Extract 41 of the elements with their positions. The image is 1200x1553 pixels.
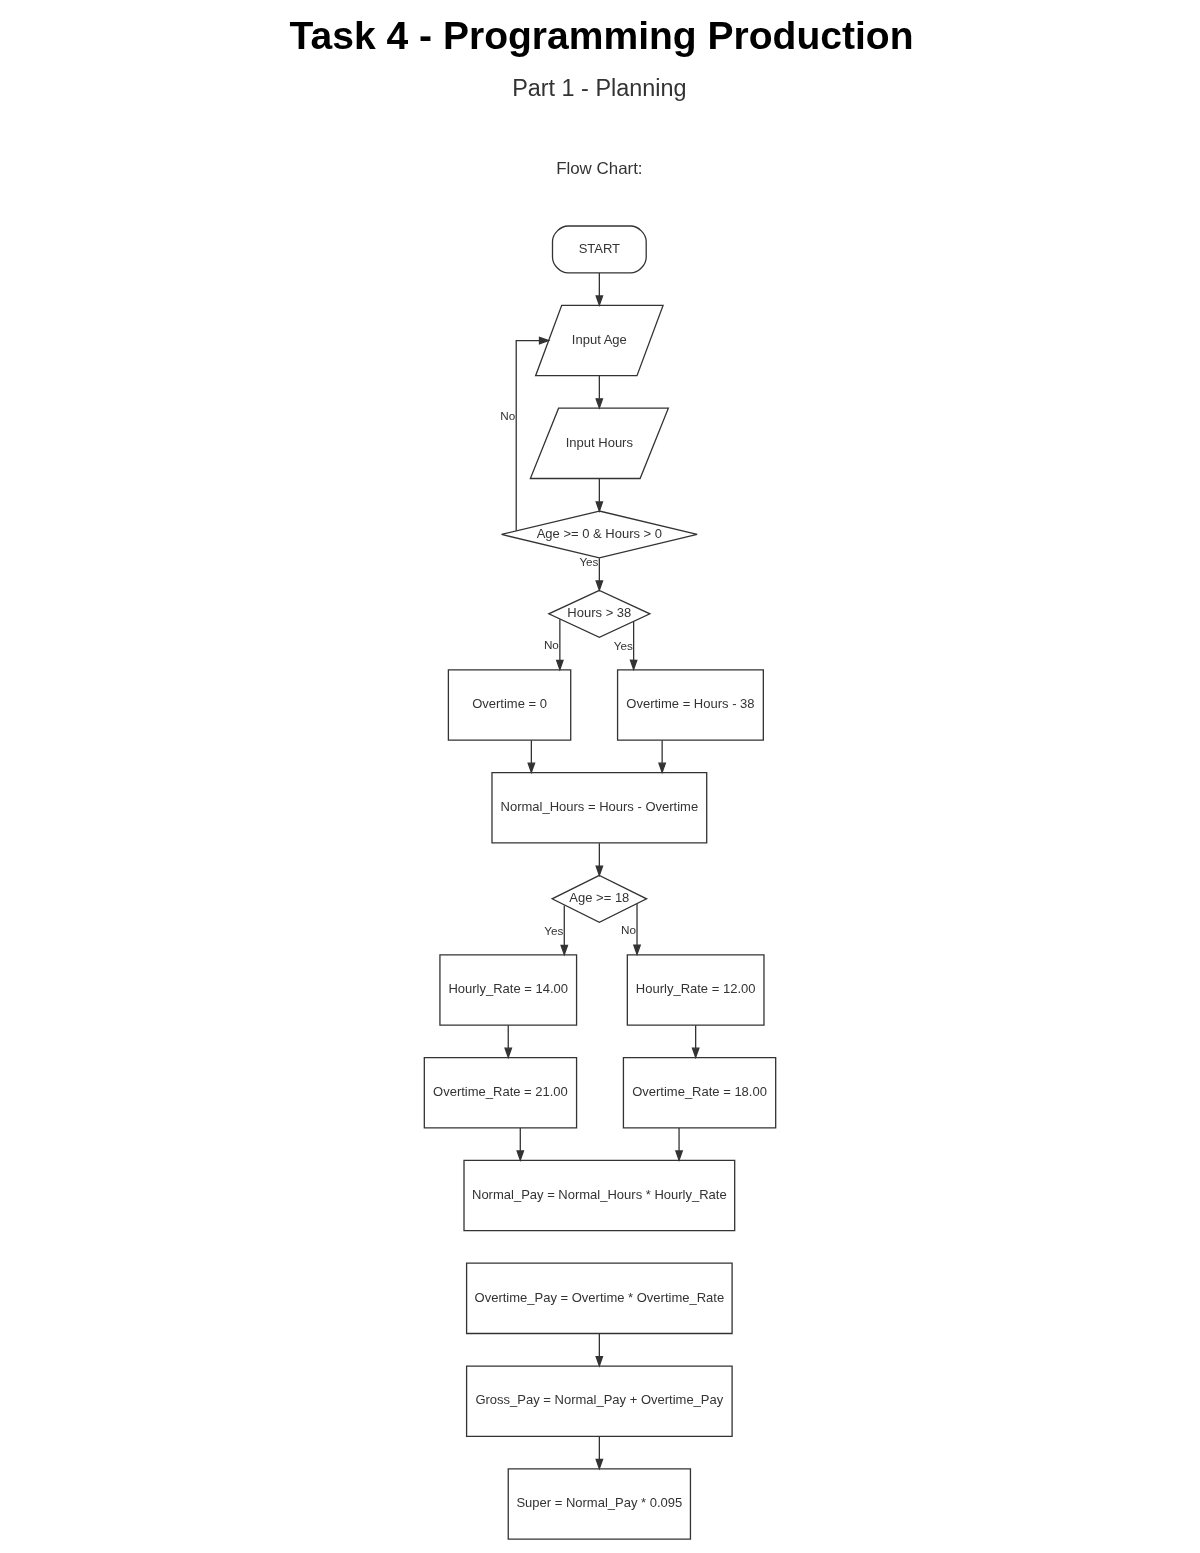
arrow [674,1127,684,1163]
node-box: Normal_Pay = Normal_Hours * Hourly_Rate [463,1159,736,1232]
node-box: Overtime = 0 [447,669,572,741]
arrow [595,557,604,592]
arrow [515,336,551,532]
label: Part 1 - Planning [512,75,687,102]
arrow [595,1435,604,1471]
arrow [560,904,569,957]
node-diamond: Age >= 18 [550,874,649,923]
arrow [595,478,604,513]
node-box: Overtime_Rate = 21.00 [423,1056,578,1129]
arrow [555,618,564,672]
arrow [504,1024,513,1060]
edge-label: Yes [544,923,564,937]
node-box: Overtime = Hours - 38 [616,669,764,741]
node-box: Super = Normal_Pay * 0.095 [507,1468,692,1540]
node-diamond: Age >= 0 & Hours > 0 [500,510,698,559]
node-box: Hourly_Rate = 12.00 [626,954,765,1026]
arrow [658,739,667,775]
diagram-title: Task 4 - Programming Production [289,14,914,58]
node-box: START [551,225,647,274]
arrow [516,1127,525,1163]
arrow [595,842,604,878]
edge-label: No [621,922,637,936]
arrow [595,272,604,308]
arrow [632,903,642,957]
edge-label: Yes [613,639,633,653]
edge-label: No [500,409,516,423]
node-box: Overtime_Rate = 18.00 [622,1056,777,1129]
node-box: Gross_Pay = Normal_Pay + Overtime_Pay [465,1365,733,1437]
label: Flow Chart: [556,159,643,179]
arrow [595,1333,604,1368]
node-box: Normal_Hours = Hours - Overtime [491,771,708,844]
node-diamond: Hours > 38 [547,589,652,638]
node-box: Overtime_Pay = Overtime * Overtime_Rate [465,1262,733,1335]
arrow [691,1024,700,1060]
edge-label: No [543,638,559,652]
arrow [629,620,638,672]
node-box: Hourly_Rate = 14.00 [439,954,578,1026]
arrow [595,375,604,410]
arrow [527,739,536,775]
